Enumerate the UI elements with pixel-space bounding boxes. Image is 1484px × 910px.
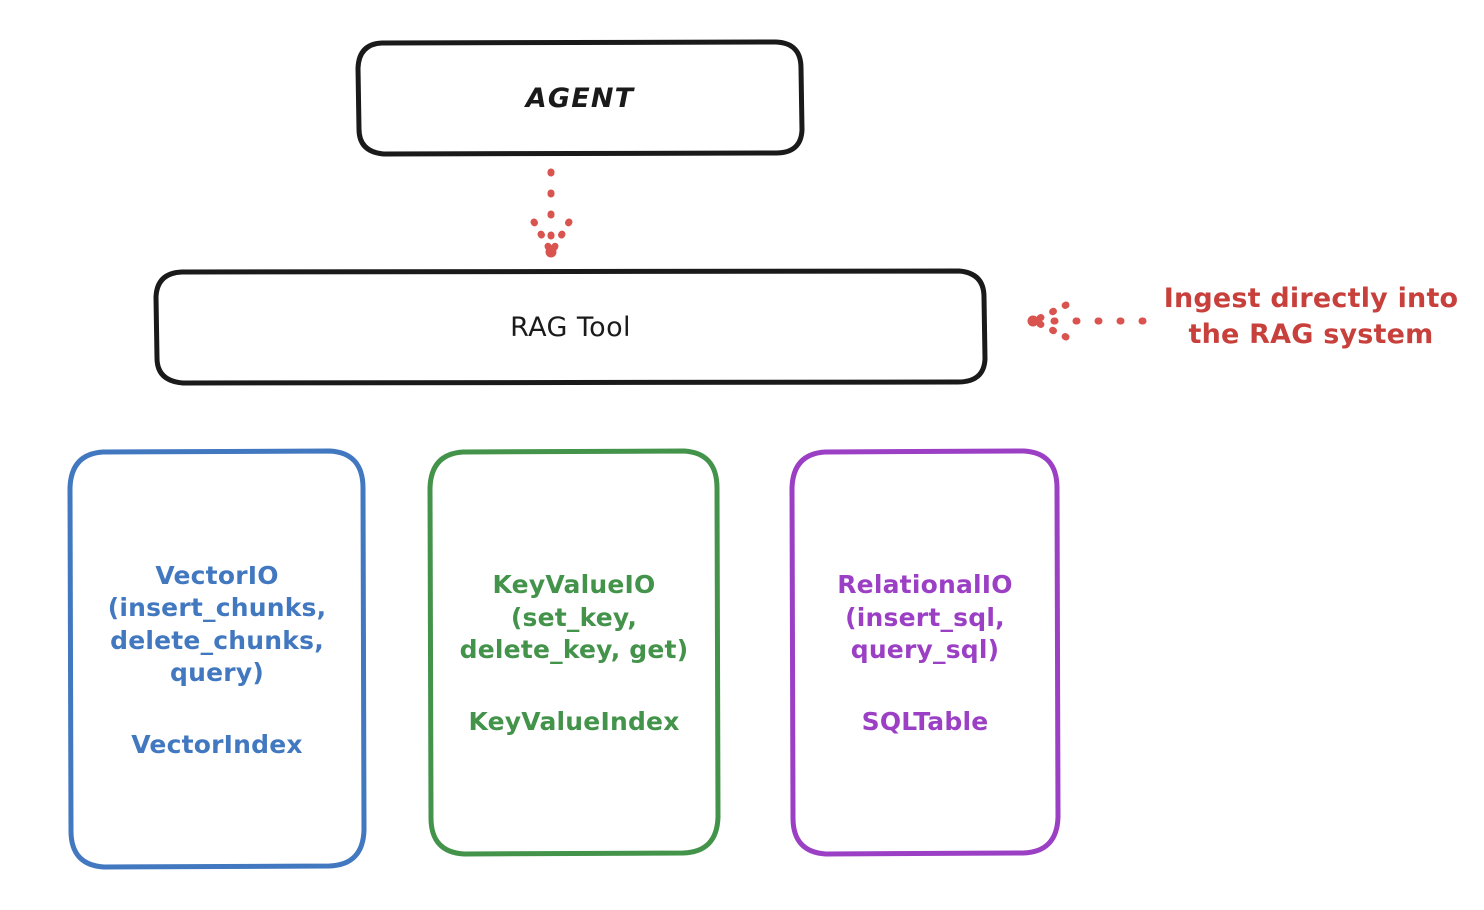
keyvalue-io-index: KeyValueIndex [468,706,680,736]
keyvalue-io-title: KeyValueIO (set_key, delete_key, get) [459,570,689,665]
vector-io-index: VectorIndex [131,729,303,759]
relational-io-node[interactable]: RelationalIO (insert_sql, query_sql) SQL… [789,448,1061,857]
rag-tool-node[interactable]: RAG Tool [153,268,988,386]
agent-to-rag-connector [530,168,573,258]
ingest-to-rag-connector [1027,301,1147,341]
vector-io-title: VectorIO (insert_chunks, delete_chunks, … [107,560,327,688]
rag-tool-label: RAG Tool [510,311,631,343]
keyvalue-io-node[interactable]: KeyValueIO (set_key, delete_key, get) Ke… [427,448,721,857]
agent-label: AGENT [525,82,635,114]
agent-node[interactable]: AGENT [355,39,805,157]
vector-io-node[interactable]: VectorIO (insert_chunks, delete_chunks, … [67,448,367,870]
relational-io-title: RelationalIO (insert_sql, query_sql) [837,570,1013,665]
relational-io-index: SQLTable [861,706,989,736]
ingest-annotation: Ingest directly into the RAG system [1163,283,1459,351]
